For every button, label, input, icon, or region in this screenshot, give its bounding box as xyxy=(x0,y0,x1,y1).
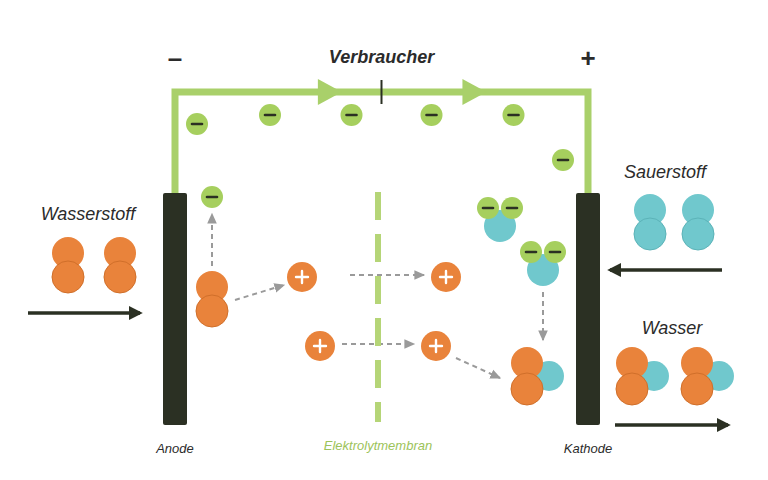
proton-path-arrow xyxy=(350,274,424,276)
electron xyxy=(477,197,499,219)
membrane-dash xyxy=(375,192,381,422)
node-label: Anode xyxy=(156,441,194,456)
consumer-symbol xyxy=(381,80,383,104)
electron xyxy=(544,241,566,263)
electron xyxy=(186,113,208,135)
electron xyxy=(501,197,523,219)
oxygen-molecule xyxy=(634,194,666,250)
water-outlet-arrow xyxy=(615,423,728,427)
terminal-sign: + xyxy=(580,43,595,74)
proton xyxy=(287,262,317,292)
wire-path xyxy=(175,92,588,193)
reactant-label: Wasserstoff xyxy=(41,204,136,225)
proton-path-arrow xyxy=(456,358,500,378)
circuit-wire xyxy=(175,79,588,193)
electron xyxy=(520,241,542,263)
hydrogen-molecule xyxy=(104,237,136,293)
direction-arrowhead xyxy=(318,79,342,105)
proton xyxy=(421,331,451,361)
water-molecule xyxy=(511,347,564,405)
membrane-line xyxy=(373,192,383,422)
anode-electrode: Anode xyxy=(163,193,187,425)
terminal-sign: – xyxy=(168,43,182,74)
oxygen-inlet-arrow xyxy=(610,268,722,272)
electrolyte-membrane: Elektrolytmembran xyxy=(373,192,383,422)
electron xyxy=(503,104,525,126)
reactant-label: Sauerstoff xyxy=(624,162,706,183)
electron xyxy=(421,104,443,126)
hydrogen-molecule xyxy=(196,271,228,327)
oxygen-molecule xyxy=(682,194,714,250)
electron xyxy=(259,104,281,126)
hydrogen-inlet-arrow xyxy=(28,311,140,315)
electron-release-arrow xyxy=(211,214,213,266)
proton xyxy=(431,262,461,292)
electrode-bar xyxy=(163,193,187,425)
electron xyxy=(341,104,363,126)
consumer-label: Verbraucher xyxy=(329,47,434,68)
proton xyxy=(305,331,335,361)
oxygen-path-arrow xyxy=(542,292,544,340)
water-molecule xyxy=(616,347,669,405)
electron xyxy=(552,149,574,171)
electrode-bar xyxy=(576,193,600,425)
cathode-electrode: Kathode xyxy=(576,193,600,425)
node-label: Kathode xyxy=(564,441,612,456)
direction-arrowhead xyxy=(462,79,486,105)
product-label: Wasser xyxy=(642,318,703,339)
water-molecule xyxy=(681,347,734,405)
electron xyxy=(201,186,223,208)
node-label: Elektrolytmembran xyxy=(324,438,432,453)
hydrogen-molecule xyxy=(52,237,84,293)
proton-path-arrow xyxy=(235,285,284,300)
